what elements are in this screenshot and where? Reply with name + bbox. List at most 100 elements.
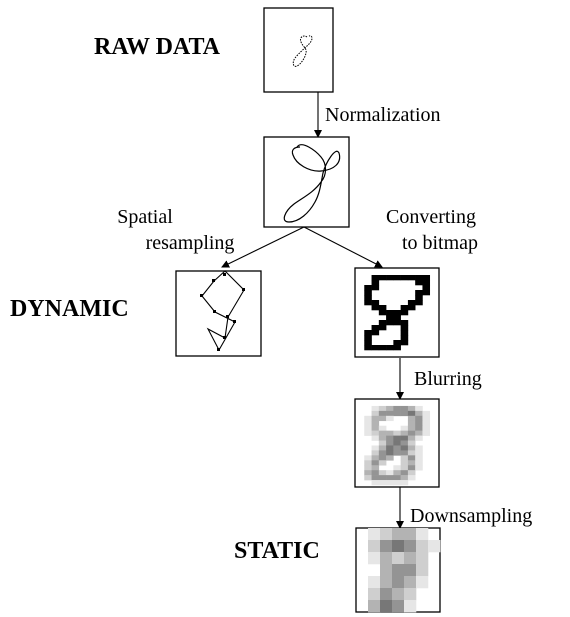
- blurred-pixel: [422, 410, 431, 417]
- blurred-pixel: [386, 410, 394, 417]
- static-pixel: [368, 540, 381, 553]
- static-pixel: [392, 576, 405, 589]
- blurred-pixel: [371, 410, 380, 417]
- blurred-pixel: [371, 435, 380, 441]
- blurred-pixel: [400, 465, 409, 471]
- static-pixel: [416, 528, 429, 541]
- blurred-pixel: [386, 430, 394, 436]
- static-pixel: [404, 588, 417, 601]
- static-label: STATIC: [234, 538, 320, 564]
- bitmap-pixel: [371, 285, 380, 291]
- blurred-pixel: [400, 470, 409, 476]
- static-pixel: [416, 564, 429, 577]
- bitmap-pixel: [386, 320, 394, 326]
- raw-digit-stroke: [292, 35, 313, 67]
- bitmap-pixel: [400, 320, 409, 326]
- blurred-pixel: [371, 470, 380, 476]
- bitmap-pixel: [415, 280, 423, 286]
- blurred-pixel: [364, 420, 372, 426]
- blurred-pixel: [386, 455, 394, 461]
- blurred-pixel: [407, 410, 416, 417]
- bitmap-pixel: [393, 345, 401, 351]
- blurred-pixel: [393, 440, 401, 446]
- blurred-pixel: [407, 430, 416, 436]
- blurred-pixel: [371, 460, 380, 466]
- blurred-pixel: [364, 470, 372, 476]
- blurred-pixel: [415, 450, 423, 456]
- static-pixel: [392, 564, 405, 577]
- static-pixel: [380, 540, 393, 553]
- blurred-pixel: [371, 445, 380, 451]
- blurred-pixel: [393, 475, 401, 481]
- static-pixel: [368, 552, 381, 565]
- blurred-pixel: [364, 460, 372, 466]
- blurred-box: [354, 398, 440, 488]
- blurred-pixel: [400, 480, 409, 486]
- blurred-pixel: [378, 430, 387, 436]
- blurred-pixel: [364, 425, 372, 431]
- blurred-pixel: [371, 405, 380, 412]
- bitmap-pixel: [415, 275, 423, 281]
- bitmap-pixel: [364, 295, 372, 301]
- blurred-pixel: [422, 415, 431, 422]
- static-pixel: [404, 528, 417, 541]
- static-pixel: [392, 540, 405, 553]
- static-pixel: [392, 588, 405, 601]
- bitmap-pixel: [364, 345, 372, 351]
- bitmap-pixel: [393, 310, 401, 316]
- blurred-pixel: [386, 405, 394, 412]
- blurred-pixel: [393, 450, 401, 456]
- static-pixel: [404, 600, 417, 613]
- blurred-pixel: [407, 465, 416, 471]
- blurred-pixel: [378, 470, 387, 476]
- blurred-pixel: [378, 425, 387, 431]
- normalization-label: Normalization: [325, 104, 441, 126]
- arrow-to-bitmap: [303, 226, 383, 268]
- static-pixel: [404, 552, 417, 565]
- static-pixel: [392, 552, 405, 565]
- blurred-pixel: [364, 475, 372, 481]
- blurred-pixel: [415, 420, 423, 426]
- bitmap-pixel: [386, 315, 394, 321]
- blurred-pixel: [407, 440, 416, 446]
- blurred-pixel: [364, 415, 372, 422]
- static-cells: [368, 528, 441, 613]
- static-pixel: [368, 600, 381, 613]
- static-pixel: [416, 540, 429, 553]
- blurred-pixel: [407, 405, 416, 412]
- blurred-pixel: [378, 435, 387, 441]
- bitmap-box: [354, 267, 440, 358]
- blurred-pixel: [422, 425, 431, 431]
- bitmap-pixel: [400, 305, 409, 311]
- dynamic-box: [175, 270, 262, 357]
- bitmap-pixel: [422, 290, 431, 296]
- blurred-pixel: [371, 450, 380, 456]
- spatial-resampling-label-line1: Spatial: [117, 206, 173, 228]
- blurred-pixel: [386, 435, 394, 441]
- static-pixel: [380, 552, 393, 565]
- bitmap-pixel: [386, 345, 394, 351]
- bitmap-pixel: [371, 305, 380, 311]
- blurred-pixel: [415, 405, 423, 412]
- blurred-pixel: [386, 475, 394, 481]
- blurred-pixel: [378, 480, 387, 486]
- bitmap-pixel: [400, 330, 409, 336]
- blurred-pixel: [407, 470, 416, 476]
- bitmap-pixel: [422, 275, 431, 281]
- blurred-pixel: [407, 420, 416, 426]
- blurred-pixel: [393, 470, 401, 476]
- blurred-pixel: [371, 465, 380, 471]
- blurred-pixel: [386, 445, 394, 451]
- blurred-pixel: [378, 415, 387, 422]
- blurred-pixel: [371, 475, 380, 481]
- bitmap-pixel: [378, 325, 387, 331]
- blurred-pixel: [393, 435, 401, 441]
- bitmap-cells: [364, 275, 431, 351]
- blurred-pixel: [378, 450, 387, 456]
- bitmap-pixel: [393, 275, 401, 281]
- dynamic-label: DYNAMIC: [10, 296, 129, 322]
- bitmap-pixel: [364, 330, 372, 336]
- blurred-pixel: [407, 455, 416, 461]
- static-pixel: [368, 576, 381, 589]
